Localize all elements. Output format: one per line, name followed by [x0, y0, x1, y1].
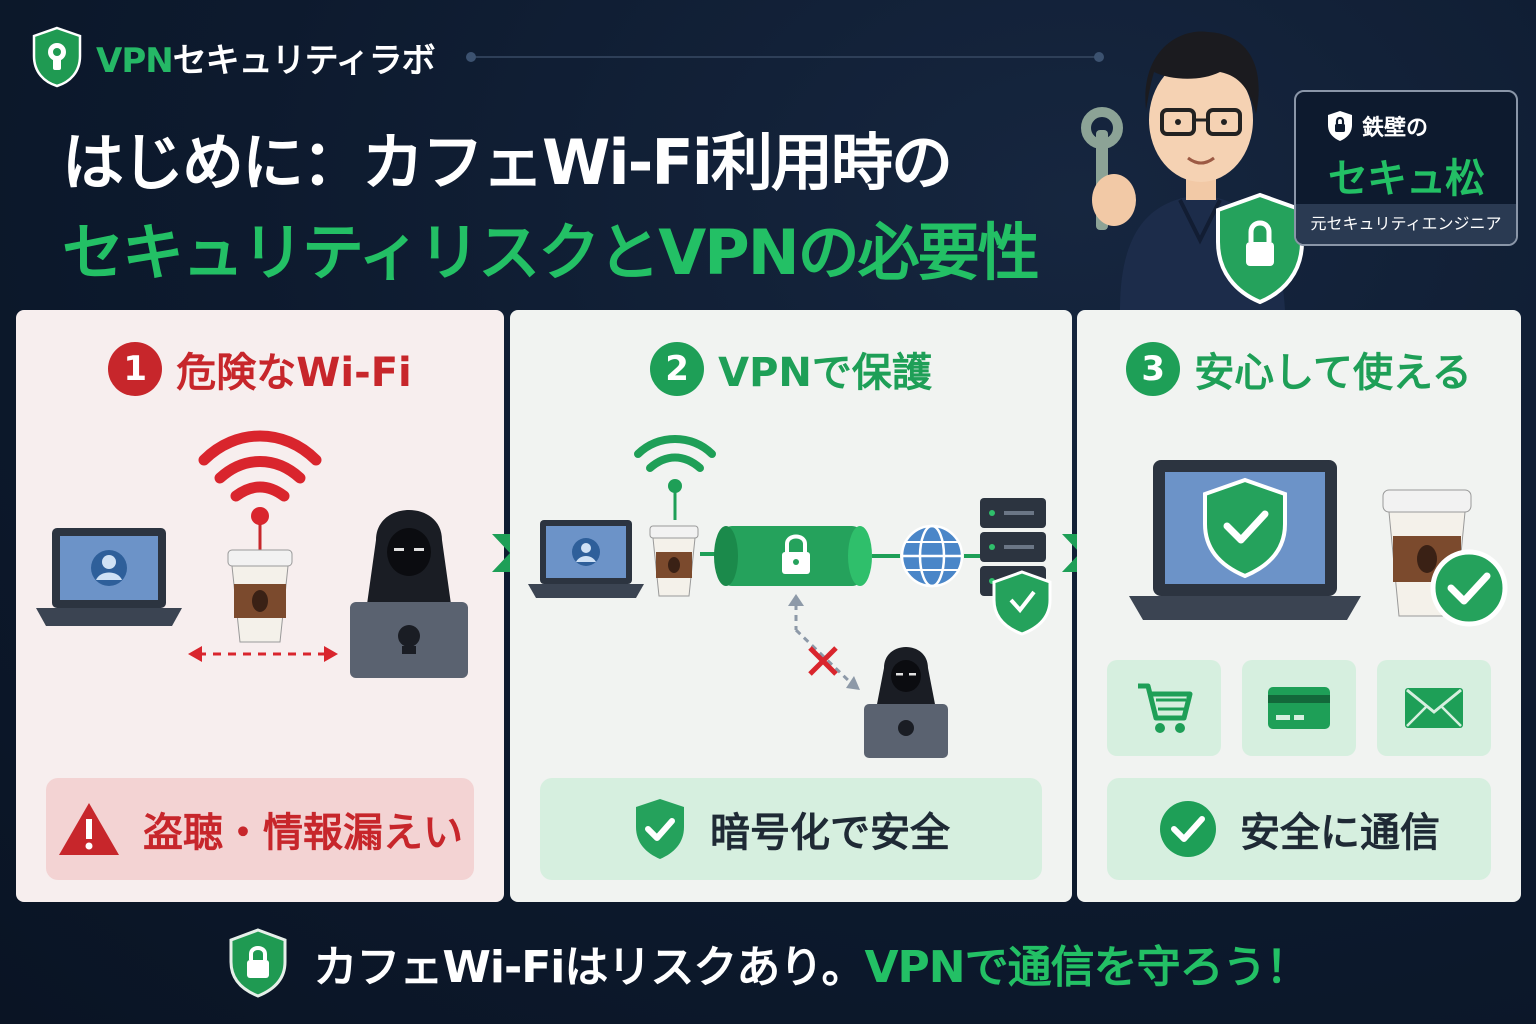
engineer-character-illustration — [1081, 31, 1304, 310]
shield-icon — [636, 799, 684, 859]
coffee-icon — [649, 525, 699, 597]
shield-icon — [1203, 477, 1287, 579]
shopping-tile — [1107, 660, 1221, 756]
page-title-line2: セキュリティリスクとVPNの必要性 — [62, 216, 1040, 289]
result-text: 盗聴・情報漏えい — [143, 810, 463, 856]
panel-vpn-protect: 2 VPNで保護 — [510, 310, 1072, 902]
warning-icon — [59, 803, 119, 855]
step-number: 1 — [108, 342, 163, 396]
cart-icon — [1138, 683, 1193, 733]
brand-name: VPNセキュリティラボ — [96, 40, 436, 81]
shield-icon — [32, 26, 82, 88]
email-tile — [1377, 660, 1491, 756]
panel-safe-use: 3 安心して使える — [1077, 310, 1521, 902]
shield-icon — [992, 570, 1052, 636]
result-text: 暗号化で安全 — [710, 810, 950, 856]
hacker-icon — [350, 510, 468, 678]
payment-tile — [1242, 660, 1356, 756]
step-heading: 危険なWi-Fi — [176, 350, 412, 396]
brand-logo: VPNセキュリティラボ — [30, 26, 436, 88]
laptop-icon — [528, 520, 644, 598]
vpn-tunnel — [714, 526, 872, 586]
badge-top-text: 鉄壁の — [1362, 116, 1429, 141]
badge-name: セキュ松 — [1328, 156, 1485, 202]
shield-icon — [1328, 111, 1352, 141]
footer-text: カフェWi-Fiはリスクあり。VPNで通信を守ろう！ — [313, 942, 1309, 993]
step-heading: VPNで保護 — [718, 350, 932, 396]
page-title-line1: はじめに：カフェWi-Fi利用時の — [62, 126, 953, 199]
lock-icon — [229, 928, 287, 998]
step-number: 2 — [650, 342, 705, 396]
coffee-icon — [227, 549, 293, 643]
panel-danger-wifi: 1 危険なWi-Fi — [16, 310, 504, 902]
author-badge: 鉄壁の セキュ松 元セキュリティエンジニア — [1294, 90, 1518, 246]
result-text: 安全に通信 — [1240, 810, 1440, 856]
panel-heading: 3 安心して使える — [1077, 340, 1521, 398]
close-icon — [808, 646, 838, 676]
check-icon — [1430, 549, 1508, 627]
hacker-icon — [864, 647, 948, 758]
safe-illustration — [1129, 460, 1508, 627]
result-box: 暗号化で安全 — [540, 778, 1042, 880]
step-number: 3 — [1126, 342, 1181, 396]
danger-illustration — [36, 430, 468, 678]
wifi-icon — [634, 435, 716, 493]
wifi-icon — [198, 430, 322, 525]
card-icon — [1268, 687, 1330, 729]
lock-icon — [782, 534, 810, 574]
globe-icon — [900, 524, 964, 588]
result-box: 盗聴・情報漏えい — [46, 778, 474, 880]
vpn-illustration — [528, 435, 1052, 758]
panel-heading: 1 危険なWi-Fi — [16, 340, 504, 398]
result-box: 安全に通信 — [1107, 778, 1491, 880]
badge-role: 元セキュリティエンジニア — [1296, 204, 1516, 244]
footer-message: カフェWi-Fiはリスクあり。VPNで通信を守ろう！ — [0, 928, 1536, 998]
step-heading: 安心して使える — [1194, 350, 1472, 396]
badge-top: 鉄壁の — [1326, 110, 1428, 142]
header-divider — [466, 52, 1104, 62]
panel-heading: 2 VPNで保護 — [510, 340, 1072, 398]
mail-icon — [1405, 688, 1463, 728]
laptop-icon — [36, 528, 182, 626]
check-icon — [1160, 801, 1216, 857]
